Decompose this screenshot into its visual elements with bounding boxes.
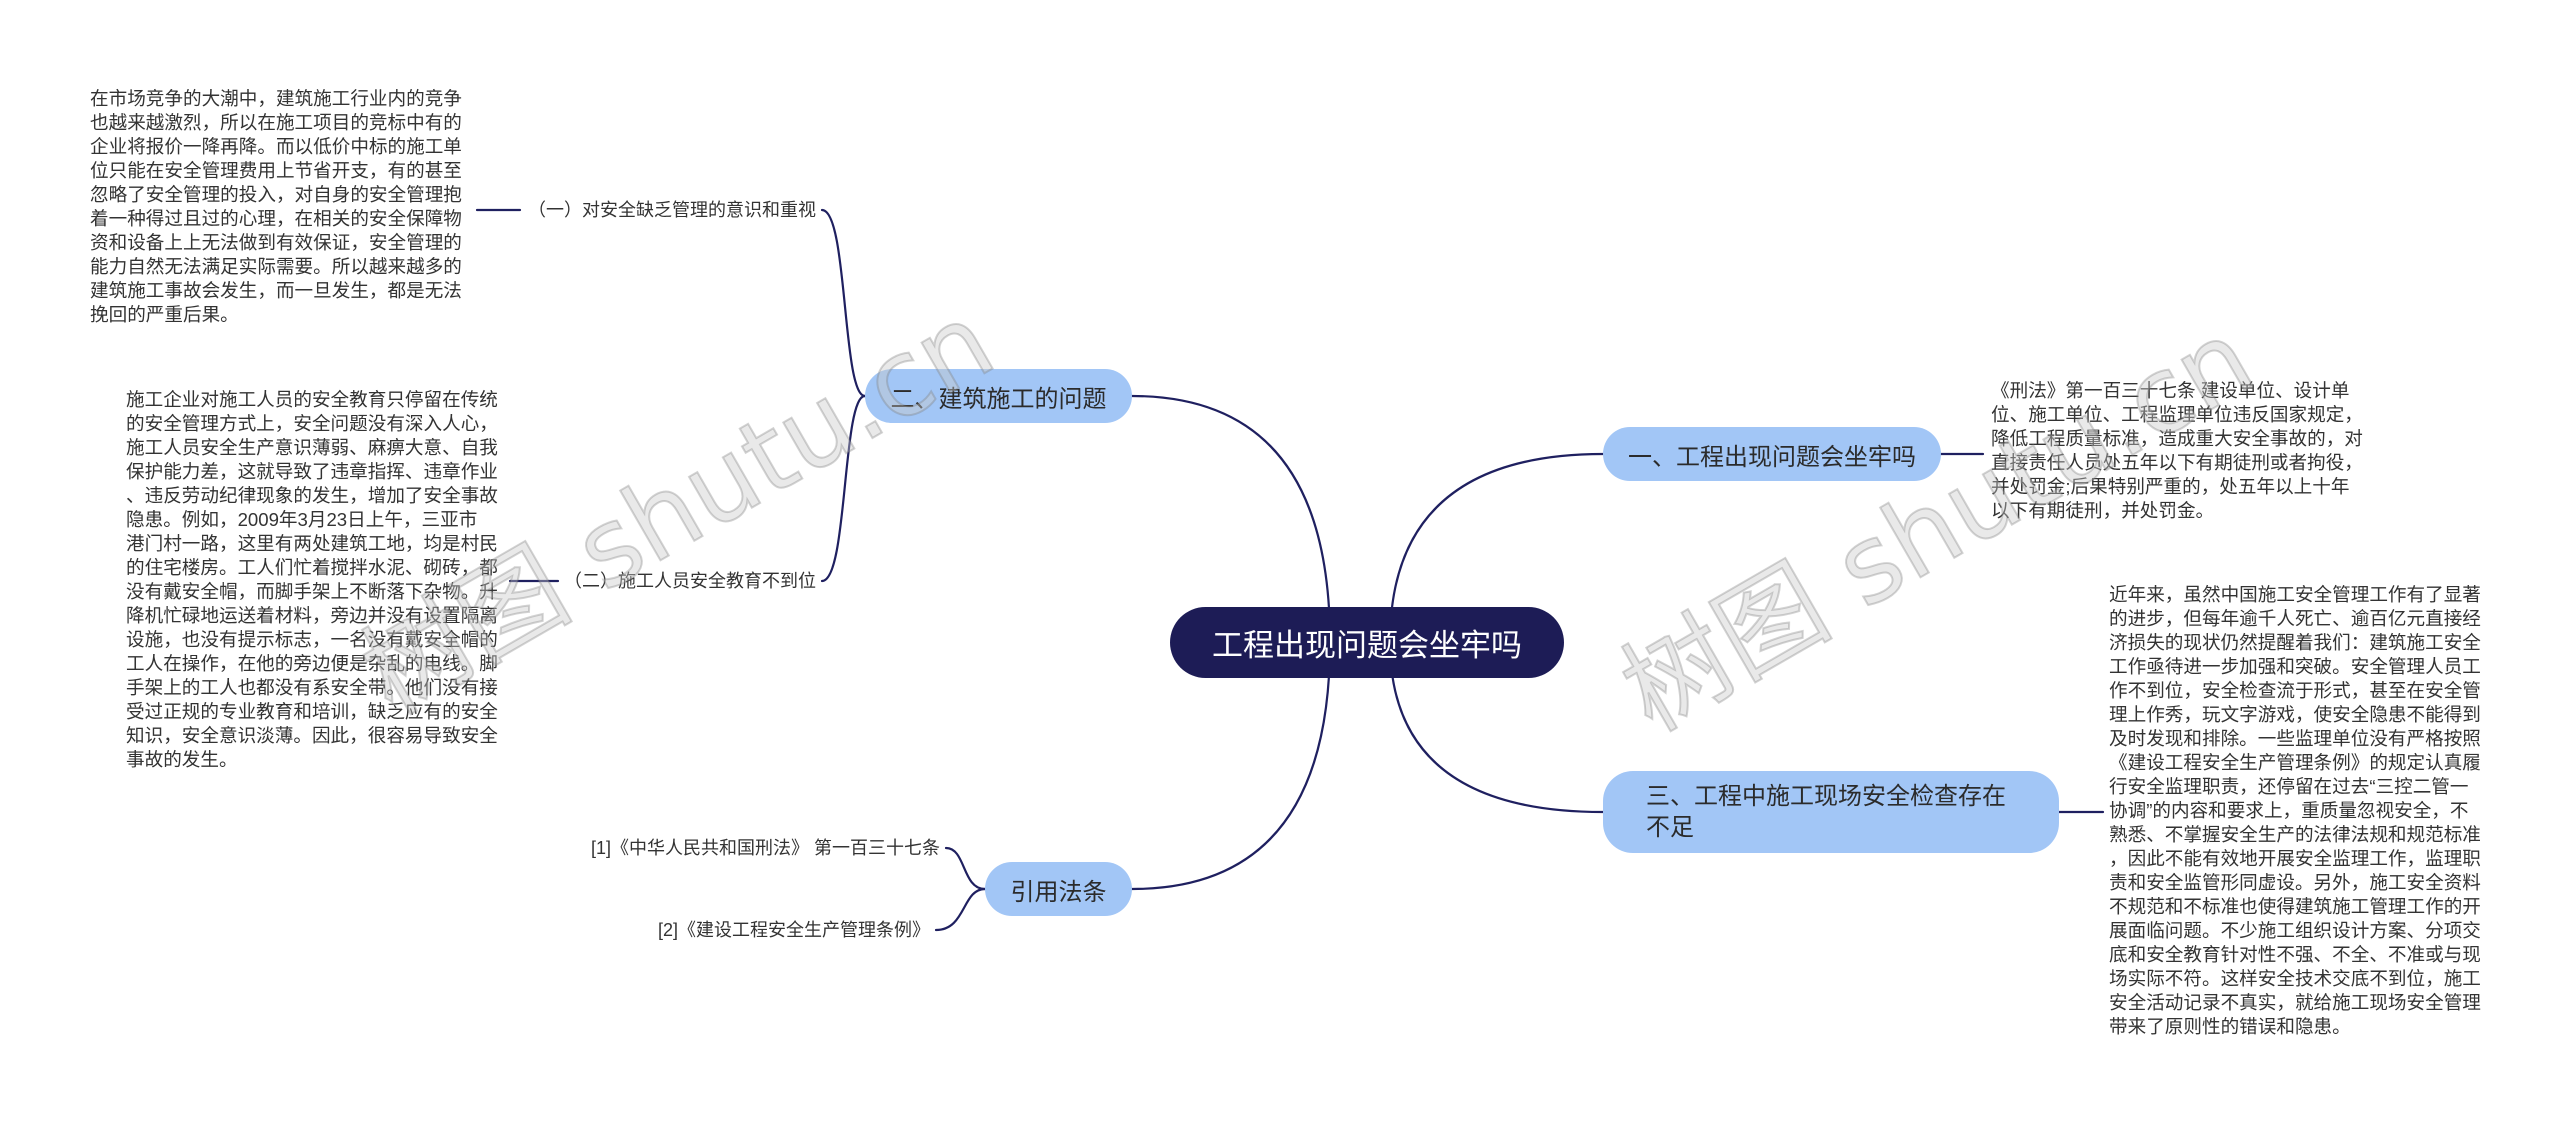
detail-text-line: 港门村一路，这里有两处建筑工地，均是村民 (126, 533, 498, 554)
detail-text-line: 施工人员安全生产意识薄弱、麻痹大意、自我 (126, 437, 498, 458)
detail-text-line: 挽回的严重后果。 (90, 304, 239, 325)
detail-text-line: 近年来，虽然中国施工安全管理工作有了显著 (2109, 584, 2481, 605)
detail-text-line: 设施，也没有提示标志，一名没有戴安全帽的 (126, 629, 498, 650)
detail-text-line: 企业将报价一降再降。而以低价中标的施工单 (90, 136, 462, 157)
detail-text-line: 济损失的现状仍然提醒着我们：建筑施工安全 (2109, 632, 2481, 653)
citation-safety-regulation[interactable]: [2]《建设工程安全生产管理条例》 (657, 920, 930, 940)
connector-center-to-building-issues (1130, 394, 1332, 644)
detail-text-line: 安全活动记录不真实，就给施工现场安全管理 (2109, 992, 2481, 1013)
detail-text-line: 不规范和不标准也使得建筑施工管理工作的开 (2109, 896, 2481, 917)
detail-text-line: 带来了原则性的错误和隐患。 (2109, 1016, 2351, 1037)
detail-text-line: 的进步，但每年逾千人死亡、逾百亿元直接经 (2109, 608, 2481, 629)
detail-text-line: 施工企业对施工人员的安全教育只停留在传统 (126, 389, 498, 410)
detail-text-line: 行安全监理职责，还停留在过去“三控二管一 (2109, 776, 2469, 797)
connector-cited-laws-to-cite-2 (934, 887, 987, 932)
detail-text-line: 受过正规的专业教育和培训，缺乏应有的安全 (126, 701, 498, 722)
detail-text-line: 保护能力差，这就导致了违章指挥、违章作业 (126, 461, 498, 482)
detail-text-line: 场实际不符。这样安全技术交底不到位，施工 (2109, 968, 2481, 989)
detail-text-line: 也越来越激烈，所以在施工项目的竞标中有的 (90, 112, 462, 133)
detail-text-line: 着一种得过且过的心理，在相关的安全保障物 (90, 208, 462, 229)
connector-center-to-jail-question (1388, 452, 1605, 644)
detail-text-line: 及时发现和排除。一些监理单位没有严格按照 (2109, 728, 2481, 749)
branch-cited-laws[interactable]: 引用法条 (985, 862, 1132, 916)
branch-building-issues[interactable]: 二、建筑施工的问题 (865, 369, 1132, 423)
detail-text-line: 忽略了安全管理的投入，对自身的安全管理抱 (90, 184, 462, 205)
detail-text-line: 直接责任人员处五年以下有期徒刑或者拘役， (1991, 452, 2363, 473)
detail-inspection-issues: 近年来，虽然中国施工安全管理工作有了显著的进步，但每年逾千人死亡、逾百亿元直接经… (2109, 583, 2481, 1039)
detail-text-line: 隐患。例如，2009年3月23日上午，三亚市 (126, 509, 478, 530)
connector-center-to-inspection-issues (1388, 640, 1605, 814)
detail-text-line: 建筑施工事故会发生，而一旦发生，都是无法 (90, 280, 462, 301)
detail-text-line: 降低工程质量标准，造成重大安全事故的，对 (1991, 428, 2363, 449)
connector-cited-laws-to-cite-1 (944, 846, 987, 891)
detail-text-line: 位、施工单位、工程监理单位违反国家规定， (1991, 404, 2363, 425)
branch-inspection-issues[interactable]: 三、工程中施工现场安全检查存在 不足 (1603, 771, 2059, 853)
detail-lack-of-safety-awareness: 在市场竞争的大潮中，建筑施工行业内的竞争也越来越激烈，所以在施工项目的竞标中有的… (90, 87, 462, 327)
detail-text-line: 并处罚金;后果特别严重的，处五年以上十年 (1991, 476, 2350, 497)
detail-text-line: 责和安全监管形同虚设。另外，施工安全资料 (2109, 872, 2481, 893)
detail-text-line: 熟悉、不掌握安全生产的法律法规和规范标准 (2109, 824, 2481, 845)
detail-text-line: 能力自然无法满足实际需要。所以越来越多的 (90, 256, 462, 277)
branch-label: 引用法条 (1010, 878, 1107, 906)
detail-text-line: ，因此不能有效地开展安全监理工作，监理职 (2109, 848, 2481, 869)
branch-label: 一、工程出现问题会坐牢吗 (1628, 443, 1916, 471)
detail-text-line: 协调”的内容和要求上，重质量忽视安全，不 (2109, 800, 2469, 821)
detail-criminal-law-article: 《刑法》第一百三十七条 建设单位、设计单位、施工单位、工程监理单位违反国家规定，… (1991, 379, 2363, 523)
branch-label: 二、建筑施工的问题 (890, 385, 1107, 413)
detail-text-line: 工人在操作，在他的旁边便是杂乱的电线。脚 (126, 653, 498, 674)
connector-center-to-cited-laws (1130, 640, 1332, 891)
connector-building-issues-to-sub-2 (820, 394, 867, 583)
detail-text-line: 位只能在安全管理费用上节省开支，有的甚至 (90, 160, 462, 181)
detail-text-line: 《刑法》第一百三十七条 建设单位、设计单 (1991, 380, 2350, 401)
detail-text-line: 作不到位，安全检查流于形式，甚至在安全管 (2109, 680, 2481, 701)
central-topic[interactable]: 工程出现问题会坐牢吗 (1170, 607, 1564, 678)
detail-text-line: 事故的发生。 (126, 749, 238, 770)
subtopic-worker-safety-education[interactable]: （二）施工人员安全教育不到位 (564, 571, 816, 591)
citation-criminal-law[interactable]: [1]《中华人民共和国刑法》 第一百三十七条 (590, 838, 940, 858)
subtopic-lack-of-safety-awareness[interactable]: （一）对安全缺乏管理的意识和重视 (528, 200, 816, 220)
detail-text-line: 工作亟待进一步加强和突破。安全管理人员工 (2109, 656, 2481, 677)
detail-text-line: 知识，安全意识淡薄。因此，很容易导致安全 (126, 725, 498, 746)
detail-text-line: 的住宅楼房。工人们忙着搅拌水泥、砌砖，都 (126, 557, 498, 578)
branch-label-line-1: 三、工程中施工现场安全检查存在 (1646, 783, 2006, 810)
detail-text-line: 以下有期徒刑，并处罚金。 (1991, 500, 2215, 521)
detail-text-line: 展面临问题。不少施工组织设计方案、分项交 (2109, 920, 2481, 941)
detail-text-line: 没有戴安全帽，而脚手架上不断落下杂物。升 (126, 581, 498, 602)
branch-jail-question[interactable]: 一、工程出现问题会坐牢吗 (1603, 427, 1941, 481)
detail-text-line: 手架上的工人也都没有系安全带。他们没有接 (126, 677, 498, 698)
detail-text-line: 、违反劳动纪律现象的发生，增加了安全事故 (126, 485, 498, 506)
detail-text-line: 资和设备上上无法做到有效保证，安全管理的 (90, 232, 462, 253)
detail-worker-safety-education: 施工企业对施工人员的安全教育只停留在传统的安全管理方式上，安全问题没有深入人心，… (126, 388, 498, 772)
connector-building-issues-to-sub-1 (820, 208, 867, 398)
detail-text-line: 底和安全教育针对性不强、不全、不准或与现 (2109, 944, 2481, 965)
branch-label-line-2: 不足 (1646, 814, 1694, 841)
detail-text-line: 的安全管理方式上，安全问题没有深入人心， (126, 413, 498, 434)
detail-text-line: 降机忙碌地运送着材料，旁边并没有设置隔离 (126, 605, 498, 626)
detail-text-line: 《建设工程安全生产管理条例》的规定认真履 (2109, 752, 2481, 773)
central-topic-label: 工程出现问题会坐牢吗 (1212, 628, 1522, 663)
detail-text-line: 理上作秀，玩文字游戏，使安全隐患不能得到 (2109, 704, 2481, 725)
detail-text-line: 在市场竞争的大潮中，建筑施工行业内的竞争 (90, 88, 462, 109)
